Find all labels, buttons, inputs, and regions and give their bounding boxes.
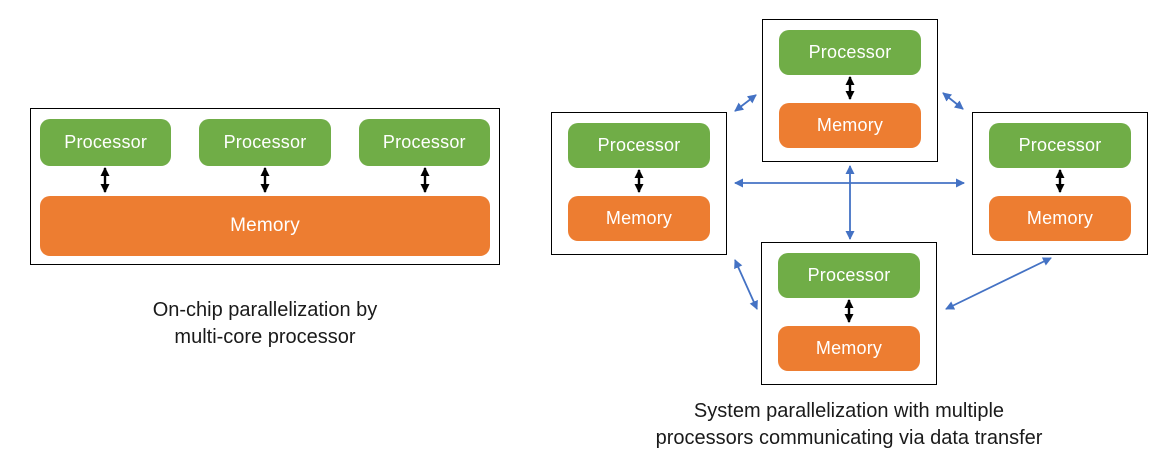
interconnect-bottom-right: [945, 257, 1052, 310]
processor-box: Processor: [778, 253, 920, 298]
processor-box: Processor: [779, 30, 921, 75]
left-caption: On-chip parallelization by multi-core pr…: [30, 297, 500, 351]
processor-row: Processor Processor Processor: [40, 119, 490, 166]
right-caption: System parallelization with multiple pro…: [549, 398, 1149, 452]
processor-box: Processor: [199, 119, 331, 166]
compute-node-right: Processor Memory: [972, 112, 1148, 255]
processor-box: Processor: [358, 119, 490, 166]
right-caption-line2: processors communicating via data transf…: [655, 427, 1043, 449]
multicore-chip-box: Processor Processor Processor Memory: [30, 108, 500, 265]
memory-box: Memory: [989, 196, 1131, 241]
interconnect-left-bottom: [734, 259, 758, 310]
memory-box: Memory: [568, 196, 710, 241]
memory-box: Memory: [778, 326, 920, 371]
interconnect-top-right: [942, 92, 964, 110]
shared-memory-box: Memory: [40, 196, 490, 256]
interconnect-left-top: [734, 94, 757, 112]
processor-box: Processor: [989, 123, 1131, 168]
processor-box: Processor: [568, 123, 710, 168]
compute-node-bottom: Processor Memory: [761, 242, 937, 385]
processor-box: Processor: [40, 119, 172, 166]
compute-node-top: Processor Memory: [762, 19, 938, 162]
memory-box: Memory: [779, 103, 921, 148]
right-caption-line1: System parallelization with multiple: [693, 400, 1005, 422]
compute-node-left: Processor Memory: [551, 112, 727, 255]
left-caption-line2: multi-core processor: [174, 326, 356, 348]
left-caption-line1: On-chip parallelization by: [152, 299, 378, 321]
